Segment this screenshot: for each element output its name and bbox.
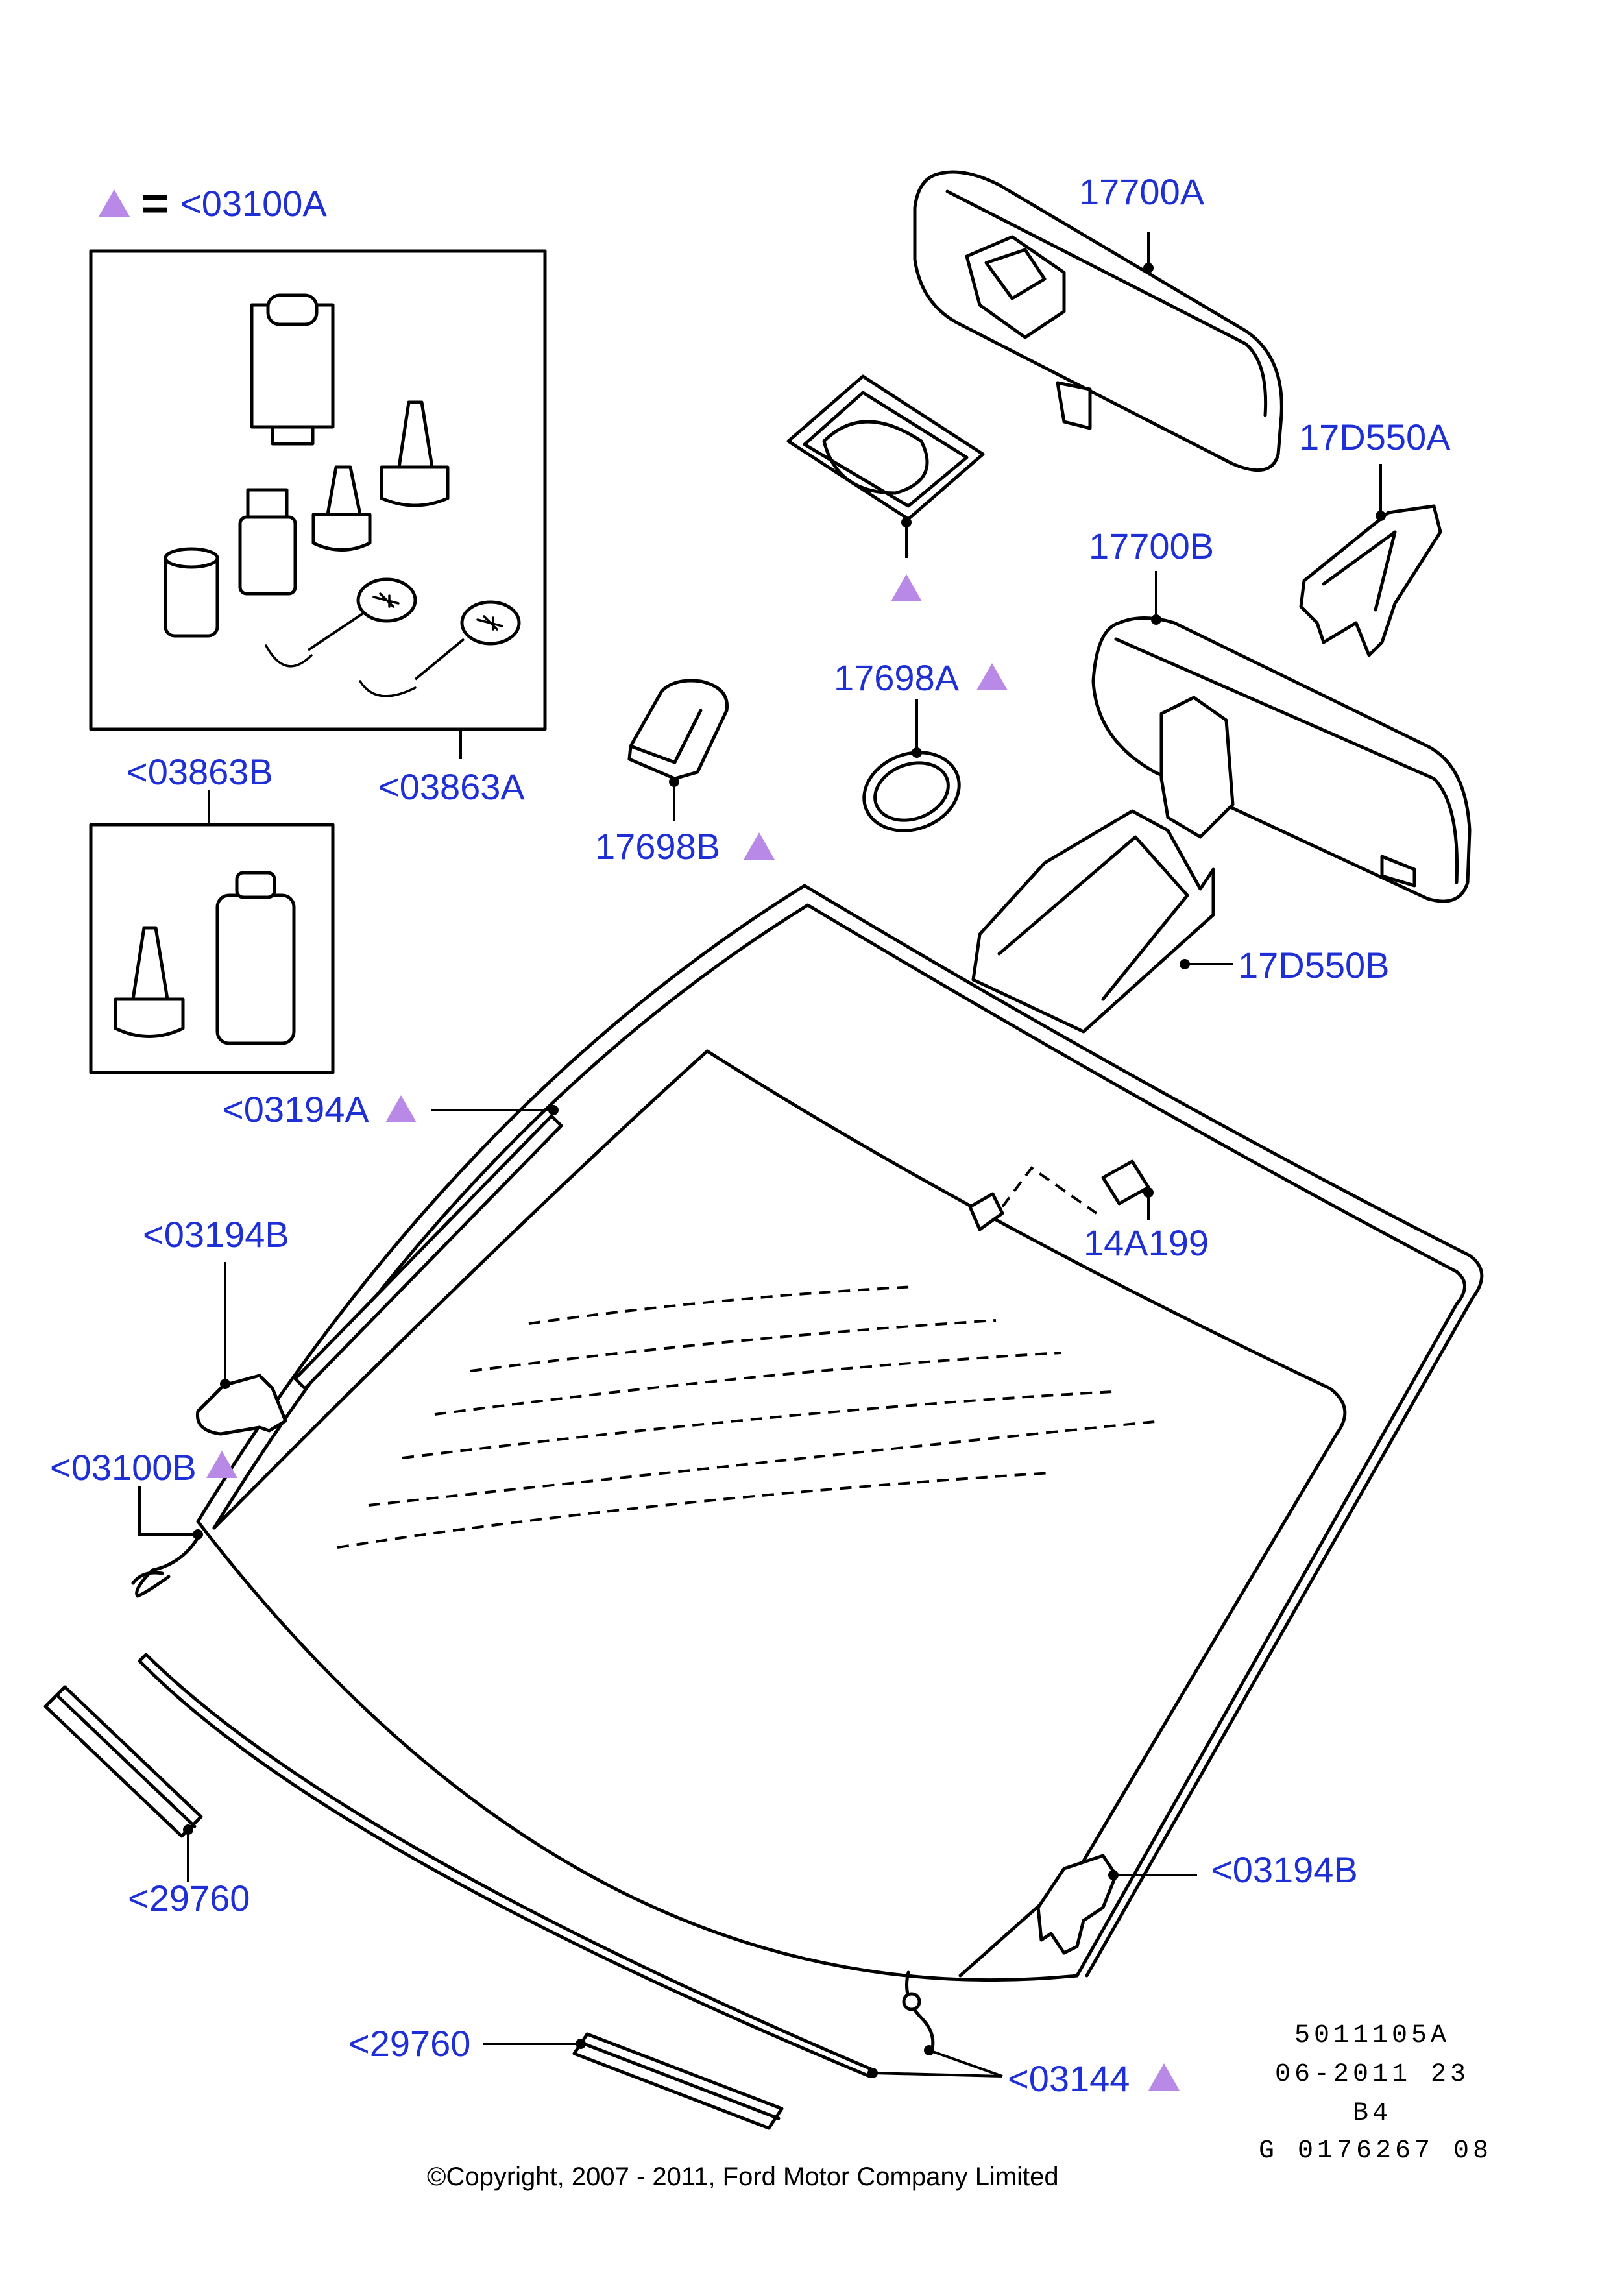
label-kit-box-b: <03863B <box>127 751 273 792</box>
label-kit-box-a: <03863A <box>378 766 525 807</box>
reference-line-2: 06-2011 23 <box>1275 2060 1470 2089</box>
kit-box-a <box>89 249 547 731</box>
label-pad-b: 17698B <box>595 826 721 867</box>
label-mirror-a: 17700A <box>1079 171 1205 212</box>
bracket-left <box>195 1262 287 1436</box>
label-clip-left: <03100B <box>50 1447 197 1488</box>
reference-line-4: G 0176267 08 <box>1259 2137 1493 2166</box>
strip-left <box>43 1685 203 1882</box>
pad-a <box>862 699 961 832</box>
mount-plate <box>786 374 985 558</box>
label-strip-left: <29760 <box>128 1878 250 1919</box>
strip-lower <box>138 1653 875 2078</box>
marker-triangle-icon <box>1148 2063 1180 2091</box>
mirror-b <box>1091 571 1472 903</box>
cover-b <box>971 809 1233 1034</box>
label-mirror-b: 17700B <box>1089 526 1215 566</box>
marker-triangle-icon <box>744 832 775 860</box>
strip-bottom <box>483 2032 784 2130</box>
bracket-right <box>1036 1854 1197 1955</box>
clip-bottom <box>867 1970 1003 2078</box>
marker-triangle-icon <box>891 574 922 601</box>
pad-b <box>627 679 729 821</box>
label-clip-bottom: <03144 <box>1008 2058 1130 2099</box>
label-moulding-top: <03194A <box>223 1089 369 1130</box>
reference-line-1: 5011105A <box>1294 2021 1451 2050</box>
copyright-text: ©Copyright, 2007 - 2011, Ford Motor Comp… <box>427 2163 1059 2191</box>
marker-triangle-icon <box>206 1451 237 1478</box>
label-bracket-left: <03194B <box>143 1214 289 1255</box>
legend-label: <03100A <box>180 183 327 224</box>
label-cover-a: 17D550A <box>1299 417 1451 457</box>
windshield <box>196 884 1484 1982</box>
label-bracket-right: <03194B <box>1211 1849 1358 1890</box>
legend-triangle-icon <box>99 189 130 217</box>
mirror-a <box>913 170 1283 472</box>
label-pad-a: 17698A <box>834 657 960 698</box>
legend-equals: = <box>141 178 169 230</box>
label-cover-b: 17D550B <box>1238 945 1390 986</box>
marker-triangle-icon <box>976 663 1008 690</box>
marker-triangle-icon <box>385 1095 417 1122</box>
label-sensor: 14A199 <box>1084 1222 1209 1263</box>
clip-left <box>131 1486 203 1598</box>
reference-line-3: B4 <box>1352 2099 1392 2128</box>
kit-box-b <box>89 823 335 1074</box>
label-strip-bottom: <29760 <box>348 2023 471 2064</box>
cover-a <box>1299 464 1442 657</box>
